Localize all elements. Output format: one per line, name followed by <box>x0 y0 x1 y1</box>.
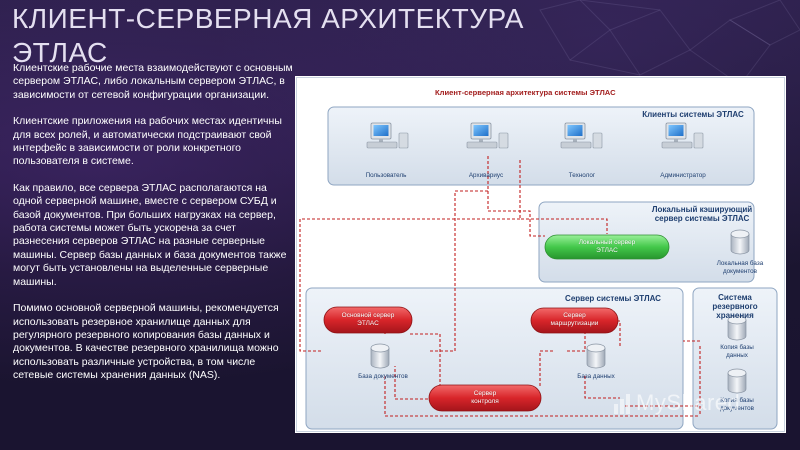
control-server-pill <box>428 384 542 412</box>
database-icon-docs <box>370 343 390 369</box>
body-text: Клиентские рабочие места взаимодействуют… <box>13 62 293 396</box>
backup-box <box>692 287 778 430</box>
client-label: Архивариус <box>468 172 504 179</box>
watermark-logo-icon <box>614 394 630 414</box>
clients-box-title: Клиенты системы ЭТЛАС <box>642 110 744 119</box>
database-icon-backup-data <box>727 315 747 341</box>
watermark-text: MyShared <box>636 390 741 415</box>
diagram-title: Клиент-серверная архитектура системы ЭТЛ… <box>435 88 616 97</box>
client-label: Технолог <box>568 172 596 179</box>
computer-icon-archivist <box>466 122 509 149</box>
routing-server-label-line2: маршрутизации <box>550 320 599 327</box>
backup-box-title-line1: Система резервного <box>712 293 758 311</box>
paragraph: Клиентские рабочие места взаимодействуют… <box>13 62 293 101</box>
client-label: Администратор <box>660 172 706 179</box>
backup-copy2-line2: документов <box>719 405 755 412</box>
database-icon-local <box>730 229 750 255</box>
backup-copy1-label: Копия базы данных <box>699 344 775 360</box>
paragraph: Как правило, все сервера ЭТЛАС располага… <box>13 181 287 288</box>
backup-box-title-line2: хранения <box>716 311 754 320</box>
local-db-label: Локальная база документов <box>705 260 775 276</box>
computer-icon-technologist <box>560 122 603 149</box>
backup-copy2-line1: Копия базы <box>720 397 754 404</box>
slide-title-line1: КЛИЕНТ-СЕРВЕРНАЯ АРХИТЕКТУРА <box>12 3 524 34</box>
main-server-label-line1: Основной сервер <box>341 312 395 319</box>
clients-box <box>327 106 755 186</box>
client-label: Пользователь <box>365 172 407 179</box>
backup-copy1-line1: Копия базы <box>720 344 754 351</box>
control-server-label-line2: контроля <box>471 398 499 405</box>
slide-title-line2: ЭТЛАС <box>12 37 108 68</box>
routing-server-pill <box>530 307 619 334</box>
database-icon-data <box>586 343 606 369</box>
backup-box-title: Система резервного хранения <box>695 293 775 320</box>
database-icon-backup-docs <box>727 368 747 394</box>
control-server-label: Сервер контроля <box>429 390 541 406</box>
docs-db-label: База документов <box>358 373 408 380</box>
server-box-title: Сервер системы ЭТЛАС <box>565 294 661 303</box>
paragraph: Помимо основной серверной машины, рекоме… <box>13 302 279 382</box>
routing-server-label: Сервер маршрутизации <box>531 312 618 328</box>
background-pattern <box>539 0 800 86</box>
computer-icon-admin <box>661 122 704 149</box>
local-server-pill <box>544 234 670 260</box>
main-server-label-line2: ЭТЛАС <box>357 320 379 327</box>
diagram-graphics <box>296 77 785 432</box>
backup-copy1-line2: данных <box>726 352 748 359</box>
local-box-title: Локальный кэширующий сервер системы ЭТЛА… <box>647 205 757 223</box>
paragraph: Клиентские приложения на рабочих местах … <box>13 115 282 168</box>
backup-copy2-label: Копия базы документов <box>699 397 775 413</box>
local-box-title-line1: Локальный кэширующий <box>651 205 753 214</box>
local-db-label-line1: Локальная база <box>716 260 764 267</box>
main-server-pill <box>323 306 413 334</box>
computer-icon-user <box>366 122 409 149</box>
local-server-label-line2: ЭТЛАС <box>596 247 618 254</box>
control-server-label-line1: Сервер <box>473 390 497 397</box>
routing-server-label-line1: Сервер <box>563 312 586 319</box>
local-box-title-line2: сервер системы ЭТЛАС <box>654 214 750 223</box>
connectors <box>299 156 701 417</box>
data-db-label: База данных <box>577 373 615 380</box>
local-db-label-line2: документов <box>722 268 758 275</box>
slide-title: КЛИЕНТ-СЕРВЕРНАЯ АРХИТЕКТУРА ЭТЛАС <box>12 2 632 70</box>
architecture-diagram: Клиент-серверная архитектура системы ЭТЛ… <box>295 76 786 433</box>
main-server-label: Основной сервер ЭТЛАС <box>324 312 412 328</box>
local-server-label: Локальный сервер ЭТЛАС <box>545 239 669 255</box>
local-server-label-line1: Локальный сервер <box>578 239 636 246</box>
